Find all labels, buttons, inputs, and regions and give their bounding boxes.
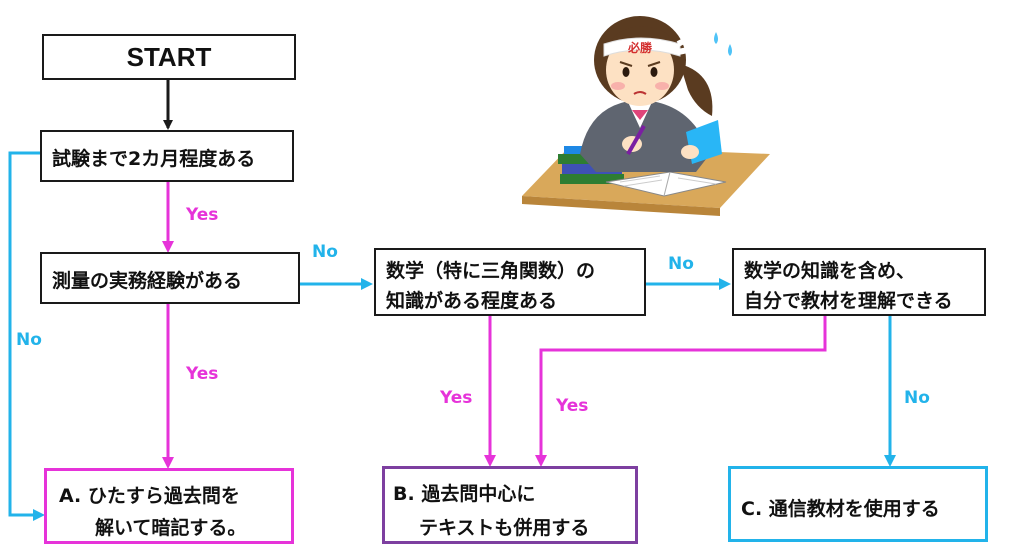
question-self-study: 数学の知識を含め、 自分で教材を理解できる xyxy=(732,248,986,316)
arrow-two-months-no xyxy=(8,151,45,521)
question-self-study-line1: 数学の知識を含め、 xyxy=(744,260,916,282)
result-b-line2: テキストも併用する xyxy=(419,517,590,539)
start-node: START xyxy=(42,34,296,80)
label-no-math: No xyxy=(668,254,694,274)
result-a-line2: 解いて暗記する。 xyxy=(95,517,247,539)
question-two-months-label: 試験まで2カ月程度ある xyxy=(52,148,256,170)
label-yes-survey: Yes xyxy=(186,364,219,384)
question-two-months: 試験まで2カ月程度ある xyxy=(40,130,294,182)
label-yes-self: Yes xyxy=(556,396,589,416)
result-c-label: C. 通信教材を使用する xyxy=(741,498,940,520)
arrow-self-yes xyxy=(535,316,827,467)
result-b-line1: B. 過去問中心に xyxy=(393,483,536,505)
result-a: A. ひたすら過去問を 解いて暗記する。 xyxy=(44,468,294,544)
label-no-self: No xyxy=(904,388,930,408)
result-b: B. 過去問中心に テキストも併用する xyxy=(382,466,638,544)
question-math-knowledge-line2: 知識がある程度ある xyxy=(386,290,558,312)
headband-text: 必勝 xyxy=(627,40,653,55)
question-math-knowledge: 数学（特に三角関数）の 知識がある程度ある xyxy=(374,248,646,316)
label-yes-two-months: Yes xyxy=(186,205,219,225)
question-survey-experience: 測量の実務経験がある xyxy=(40,252,300,304)
student-studying-illustration: 必勝 xyxy=(522,16,770,216)
question-self-study-line2: 自分で教材を理解できる xyxy=(744,290,953,312)
label-no-survey: No xyxy=(312,242,338,262)
question-math-knowledge-line1: 数学（特に三角関数）の xyxy=(386,260,596,282)
start-label: START xyxy=(126,42,212,72)
label-yes-math: Yes xyxy=(440,388,473,408)
label-no-two-months: No xyxy=(16,330,42,350)
question-survey-experience-label: 測量の実務経験がある xyxy=(52,270,243,292)
result-a-line1: A. ひたすら過去問を xyxy=(59,485,240,507)
result-c: C. 通信教材を使用する xyxy=(728,466,988,542)
